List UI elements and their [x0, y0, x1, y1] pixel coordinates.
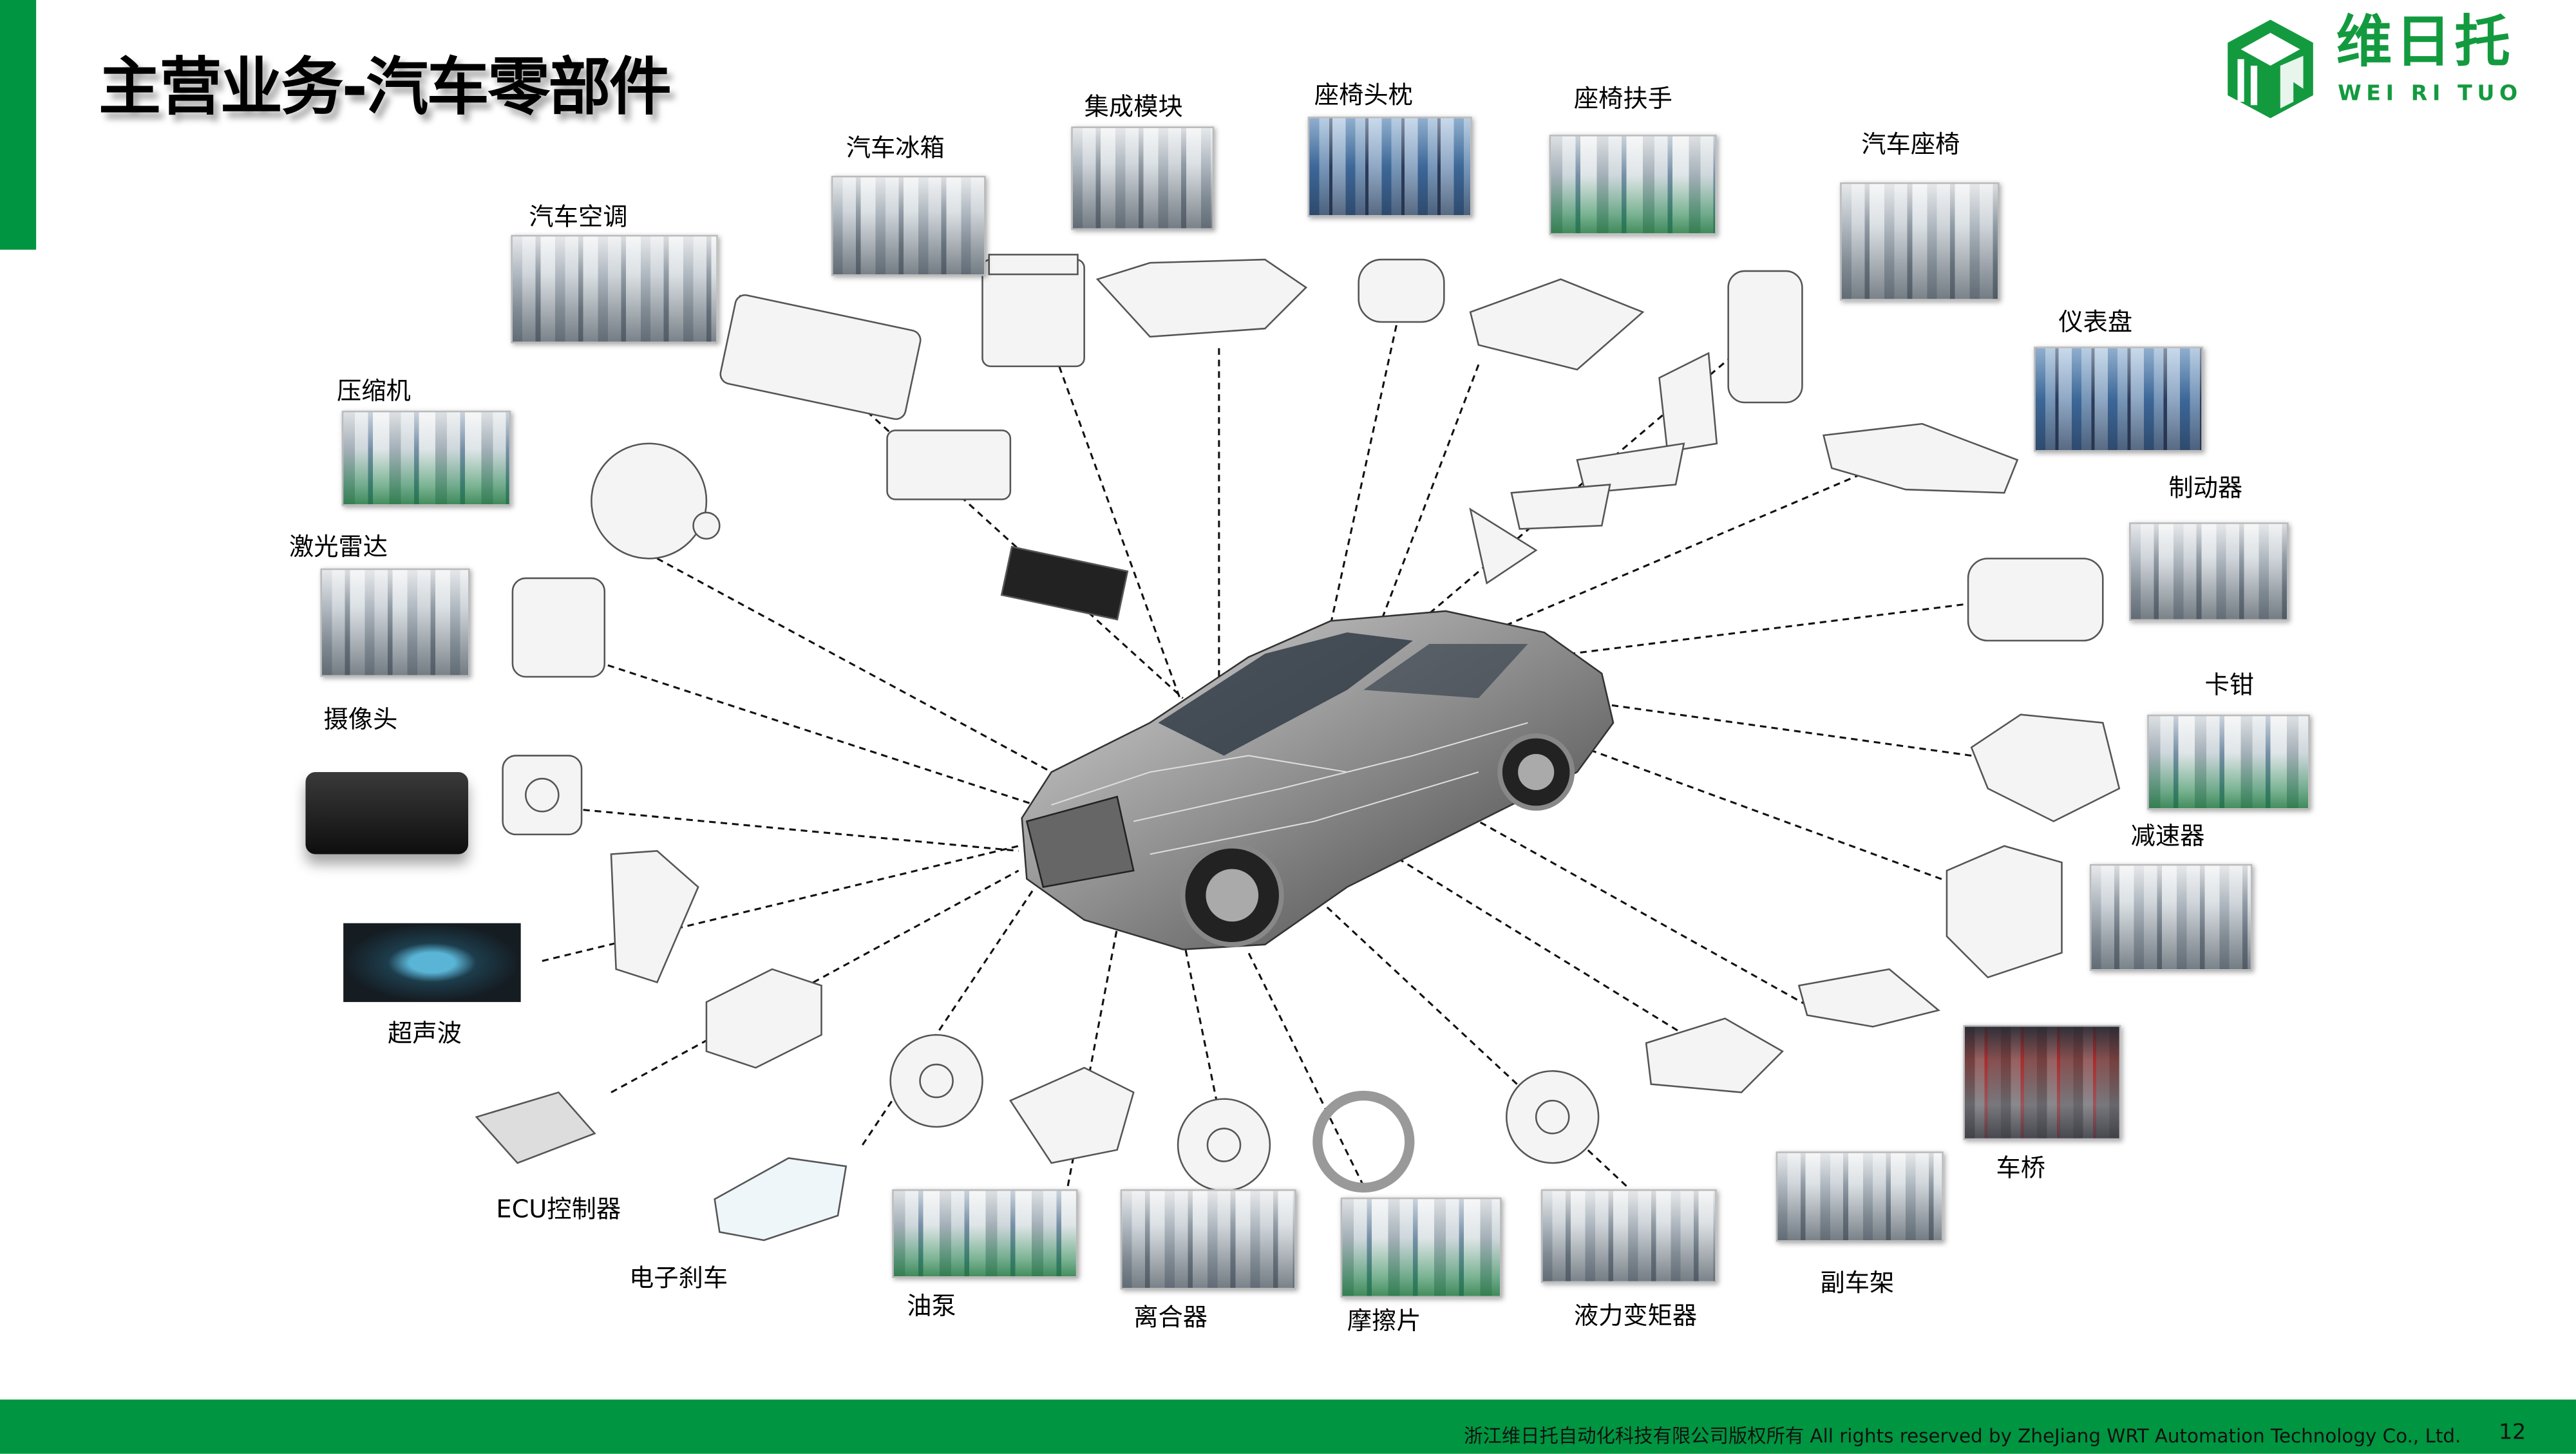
logo-text-cn: 维日托: [2336, 10, 2514, 76]
line-headrest: [1329, 325, 1397, 625]
photo-ultrasonic: [343, 923, 521, 1003]
label-caliper: 卡钳: [2204, 670, 2255, 700]
seat-frame-sketch: [1469, 270, 1803, 585]
line-camera: [583, 809, 1019, 852]
logo-text-en: WEI RI TUO: [2338, 82, 2523, 107]
bracket-sketch: [610, 850, 699, 984]
label-seat: 汽车座椅: [1861, 129, 1960, 160]
e-brake-chassis-sketch: [714, 1157, 848, 1242]
brake-sketch: [1967, 558, 2104, 642]
photo-fridge: [831, 175, 986, 276]
label-fridge: 汽车冰箱: [846, 133, 945, 163]
label-clutch: 离合器: [1133, 1302, 1208, 1332]
photo-oil-pump: [892, 1189, 1078, 1278]
label-ecu: ECU控制器: [496, 1194, 621, 1224]
label-compressor: 压缩机: [336, 376, 411, 406]
photo-seat: [1840, 182, 2000, 301]
line-reducer: [1560, 738, 1964, 888]
axle-sketch: [1797, 968, 1940, 1028]
label-torque-converter: 液力变矩器: [1573, 1301, 1698, 1331]
accent-bar: [0, 0, 37, 250]
photo-axle: [1963, 1024, 2121, 1140]
clutch-sketch: [1177, 1098, 1271, 1192]
photo-compressor: [341, 410, 511, 506]
photo-torque-converter: [1540, 1189, 1717, 1283]
label-axle: 车桥: [1996, 1153, 2046, 1183]
label-dashboard: 仪表盘: [2058, 307, 2133, 337]
lidar-sketch: [511, 577, 606, 678]
line-dashboard: [1461, 451, 1915, 645]
dashboard-sketch: [1823, 422, 2019, 494]
line-oil-pump: [1066, 928, 1119, 1187]
line-subframe: [1396, 856, 1718, 1056]
photo-subframe: [1776, 1151, 1944, 1242]
friction-plate-sketch: [1312, 1090, 1415, 1193]
footer-bar: [0, 1399, 2576, 1454]
line-ecu: [611, 869, 1019, 1093]
armrest-sketch: [1469, 278, 1645, 371]
oil-pump-sketch: [1009, 1066, 1135, 1164]
line-e-brake: [862, 886, 1036, 1146]
connector-lines: [542, 295, 1972, 1187]
inverter-sketch: [705, 968, 822, 1069]
line-brake: [1544, 603, 1964, 658]
photo-clutch: [1120, 1189, 1296, 1290]
label-e-brake: 电子刹车: [629, 1263, 728, 1293]
car-cutaway-illustration: [1021, 610, 1615, 950]
label-reducer: 减速器: [2130, 821, 2205, 851]
line-axle: [1478, 820, 1808, 1006]
label-oil-pump: 油泵: [907, 1291, 956, 1321]
label-ultrasonic: 超声波: [388, 1018, 462, 1048]
label-headrest: 座椅头枕: [1314, 80, 1413, 110]
caliper-sketch: [1970, 713, 2121, 822]
module-sketch: [1095, 258, 1308, 338]
label-friction-plate: 摩擦片: [1347, 1306, 1421, 1336]
logo-mark-icon: [2228, 19, 2313, 118]
line-compressor: [656, 557, 1052, 773]
torque-converter-sketch: [1505, 1070, 1600, 1164]
headrest-sketch: [1358, 258, 1445, 323]
reducer-sketch: [1946, 845, 2063, 979]
page-title: 主营业务-汽车零部件: [99, 51, 672, 124]
photo-headrest: [1307, 117, 1472, 217]
ac-unit-sketch: [719, 294, 1012, 500]
disc-brake-sketch: [889, 1034, 983, 1128]
fridge-sketch: [981, 254, 1085, 368]
label-subframe: 副车架: [1820, 1268, 1895, 1298]
subframe-sketch: [1645, 1017, 1784, 1093]
photo-dashboard: [2034, 346, 2203, 452]
page-number: 12: [2499, 1421, 2526, 1446]
line-armrest: [1379, 364, 1480, 625]
photo-friction-plate: [1340, 1197, 1502, 1298]
label-ac: 汽车空调: [529, 202, 628, 232]
line-caliper: [1560, 697, 1972, 757]
photo-camera-product: [305, 771, 469, 854]
compressor-sketch: [591, 442, 721, 560]
photo-brake: [2129, 522, 2289, 621]
photo-reducer: [2089, 864, 2253, 971]
line-friction: [1247, 952, 1365, 1187]
label-lidar: 激光雷达: [289, 532, 388, 562]
photo-ac: [511, 234, 718, 344]
camera-module-sketch: [502, 755, 583, 836]
photo-module: [1071, 126, 1215, 231]
filter-sketch: [1000, 545, 1129, 621]
footer-copyright: 浙江维日托自动化科技有限公司版权所有 All rights reserved b…: [1464, 1424, 2461, 1448]
photo-armrest: [1549, 135, 1717, 235]
photo-lidar: [320, 568, 470, 677]
line-lidar: [607, 664, 1036, 806]
label-brake: 制动器: [2168, 473, 2243, 503]
label-module: 集成模块: [1084, 91, 1183, 122]
label-armrest: 座椅扶手: [1573, 84, 1672, 114]
ecu-sketch: [475, 1091, 596, 1164]
label-camera: 摄像头: [323, 704, 398, 735]
line-fridge: [1050, 345, 1184, 707]
photo-caliper: [2147, 714, 2310, 810]
